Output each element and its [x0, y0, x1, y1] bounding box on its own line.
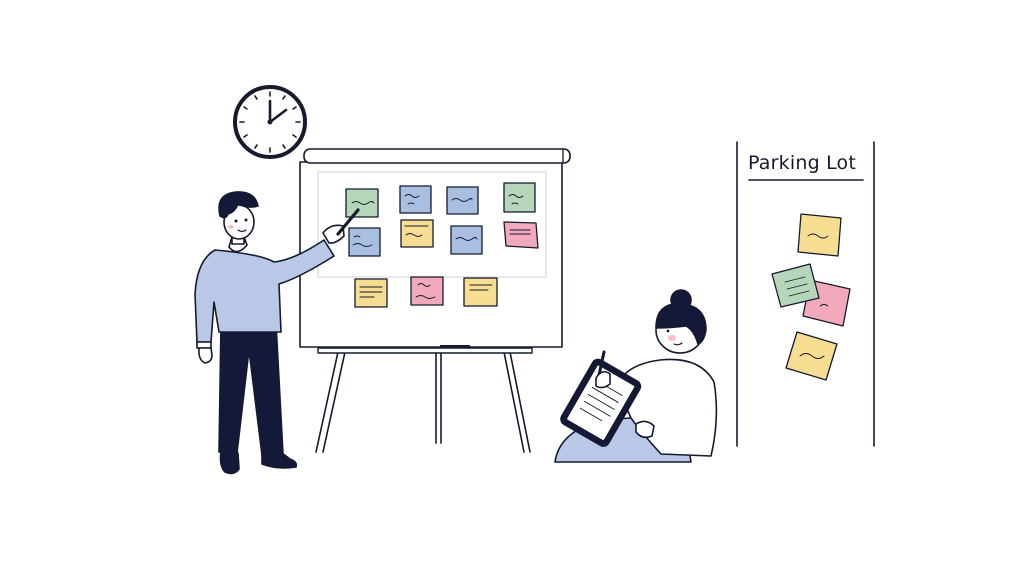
parking-lot-title: Parking Lot: [748, 152, 857, 174]
note-taker-woman: [554, 289, 718, 463]
parking-lot-board: [736, 141, 875, 447]
presenter-man: [194, 191, 360, 475]
flipchart-sticky-notes: [345, 182, 539, 308]
clock-icon: [233, 85, 307, 159]
